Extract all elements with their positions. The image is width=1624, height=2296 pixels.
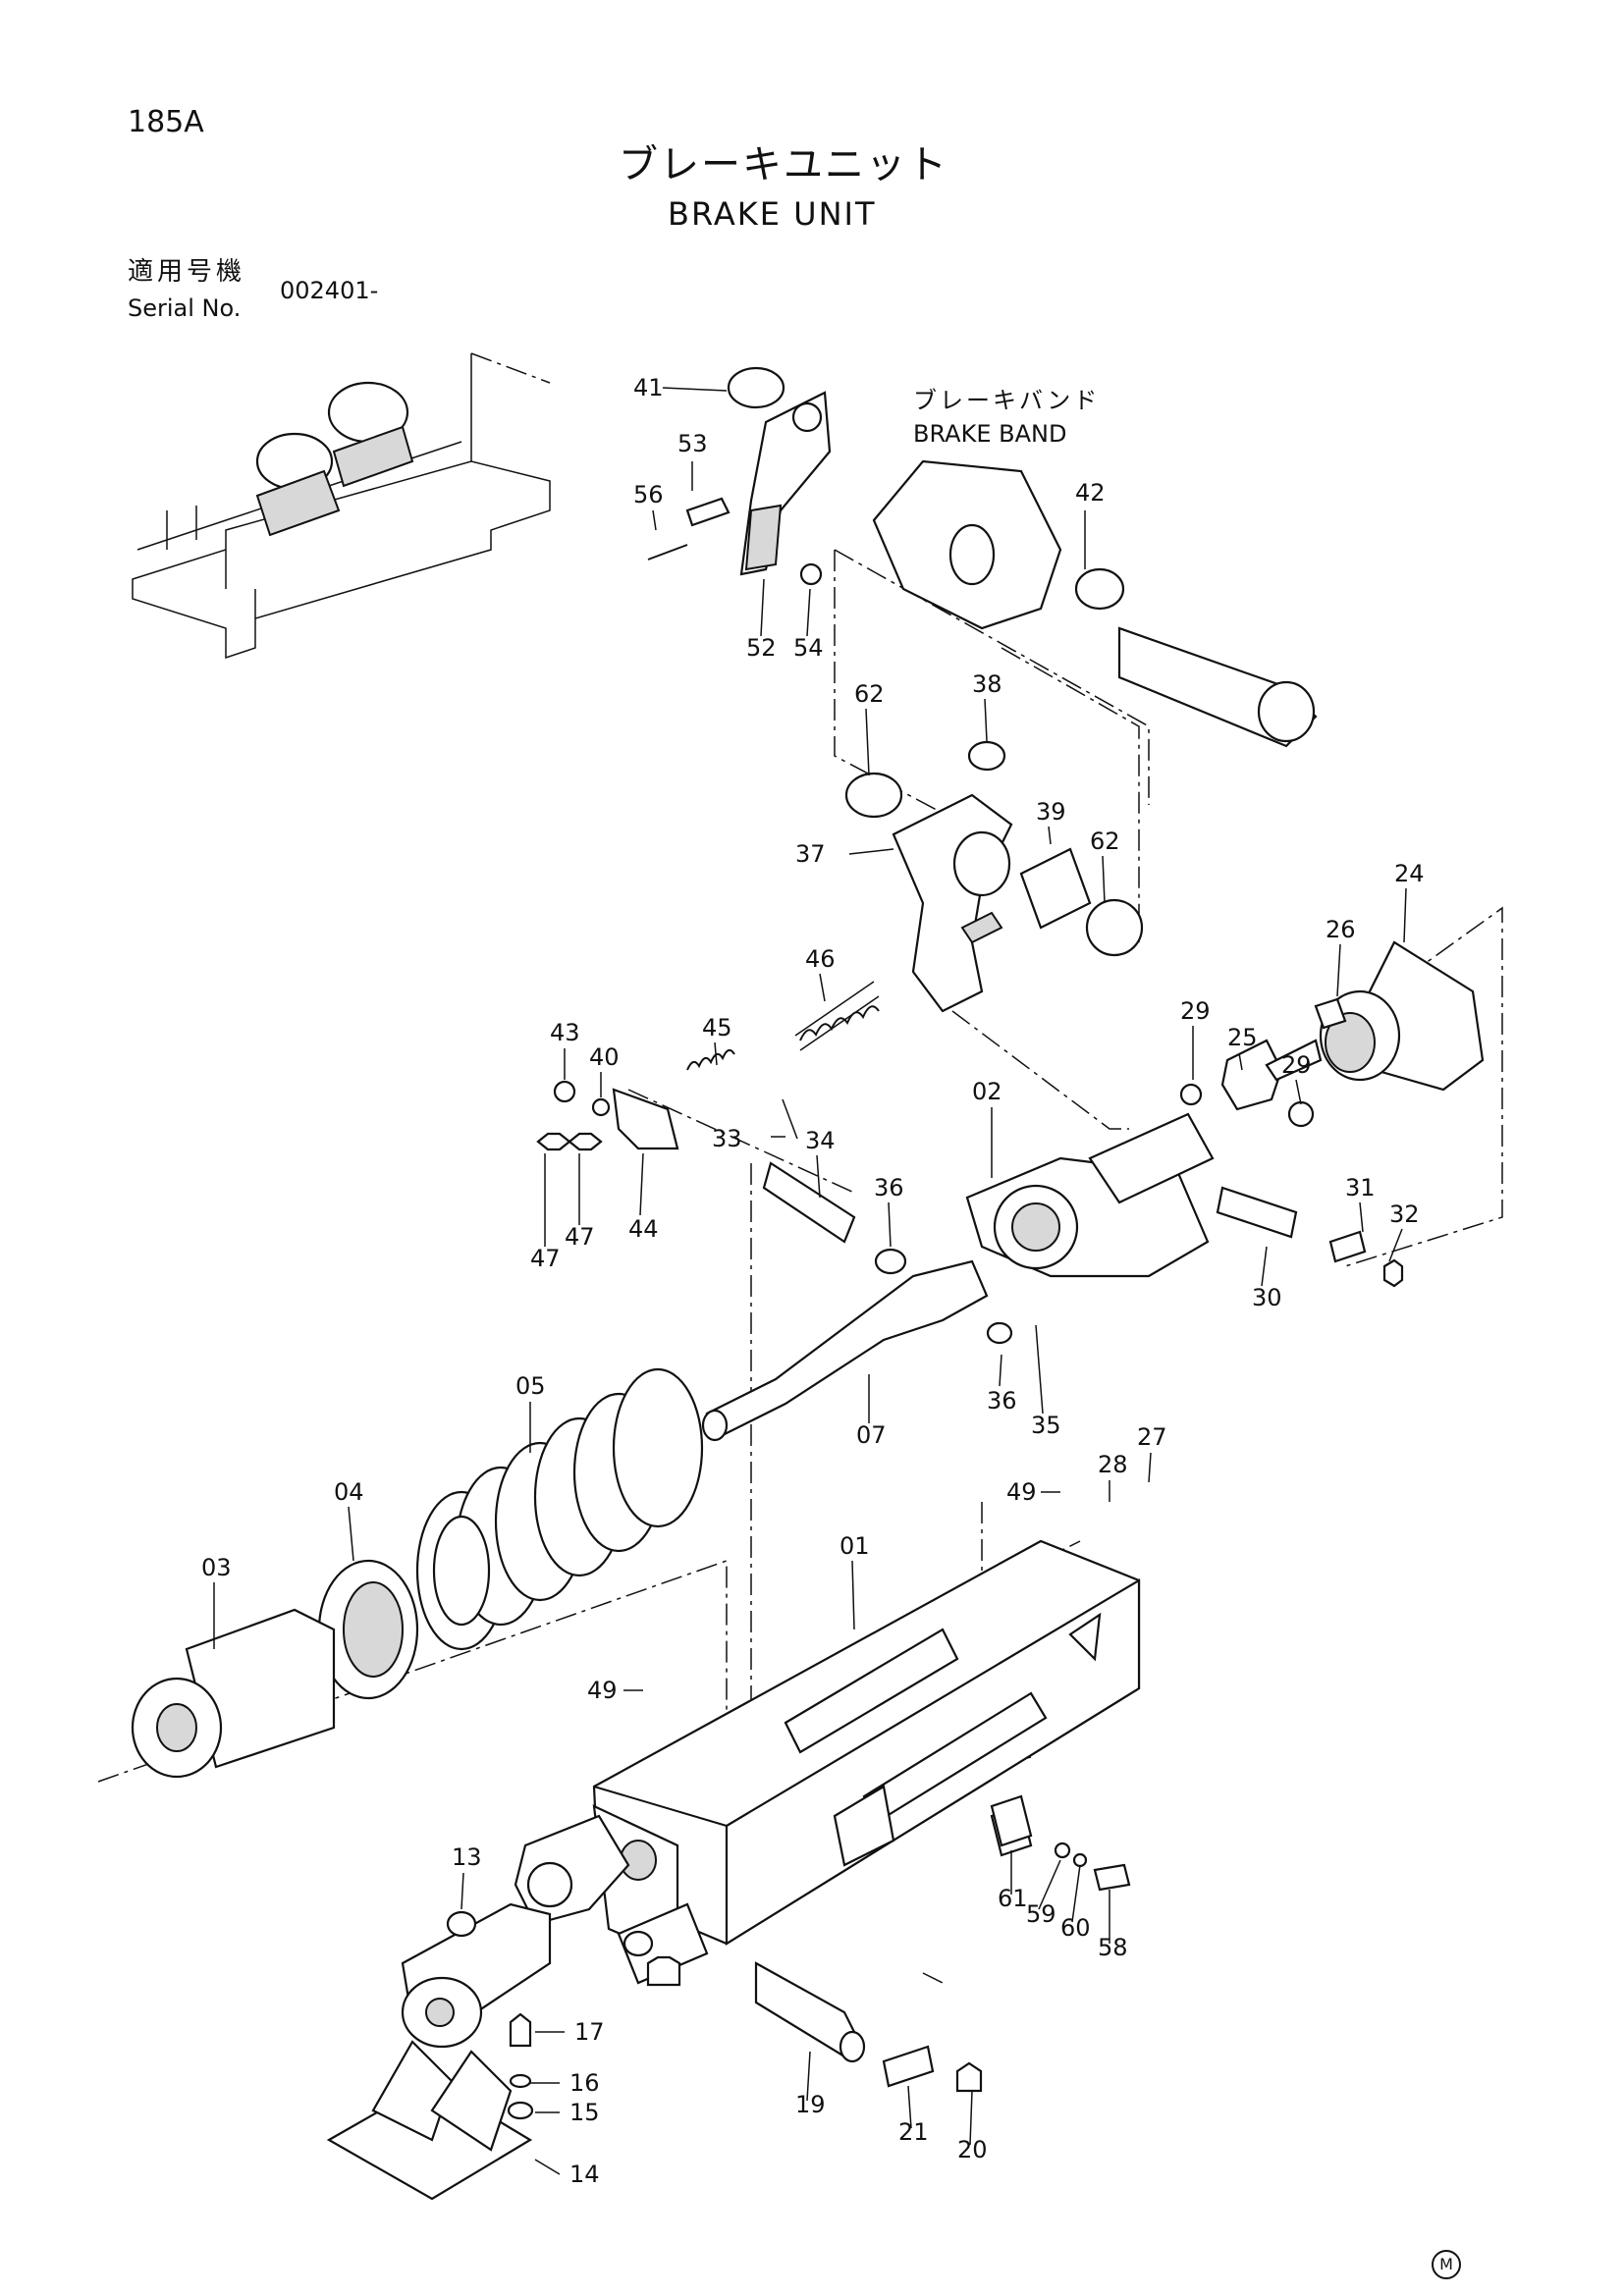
- callout-32: 32: [1389, 1201, 1420, 1228]
- callout-52: 52: [746, 634, 777, 662]
- brake-band-label-english: BRAKE BAND: [913, 420, 1067, 448]
- middle-lever-assembly: [844, 740, 1144, 1013]
- callout-60: 60: [1060, 1914, 1091, 1942]
- callout-39: 39: [1036, 798, 1066, 826]
- callout-43: 43: [550, 1019, 580, 1046]
- callout-13: 13: [452, 1843, 482, 1871]
- callout-14: 14: [569, 2161, 600, 2188]
- callout-45: 45: [702, 1014, 732, 1041]
- callout-01: 01: [839, 1532, 870, 1560]
- frame-01: [514, 1539, 1141, 1985]
- rod-and-spring-group: [131, 1259, 1013, 1779]
- callout-37: 37: [795, 840, 826, 868]
- title-japanese: ブレーキユニット: [619, 142, 948, 187]
- callout-49-lower: 49: [587, 1677, 618, 1704]
- callout-40: 40: [589, 1043, 620, 1071]
- callout-03: 03: [201, 1554, 232, 1581]
- machine-locator-inset: [132, 352, 551, 660]
- brake-band-label-japanese: ブレーキバンド: [913, 387, 1101, 414]
- serial-label-japanese: 適用号機: [128, 257, 246, 287]
- serial-number-value: 002401-: [280, 277, 379, 304]
- callout-62-lower: 62: [1090, 828, 1120, 855]
- serial-label-english: Serial No.: [128, 294, 242, 322]
- callout-47-right: 47: [565, 1223, 595, 1251]
- callout-46: 46: [805, 945, 836, 973]
- callout-16: 16: [569, 2069, 600, 2097]
- callout-54: 54: [793, 634, 824, 662]
- callout-61: 61: [998, 1885, 1028, 1912]
- callout-44: 44: [628, 1215, 659, 1243]
- callout-29-upper: 29: [1180, 997, 1211, 1025]
- bracket-02-group: [965, 1112, 1404, 1288]
- callout-36-lower: 36: [987, 1387, 1017, 1415]
- callout-07: 07: [856, 1421, 887, 1449]
- manufacturer-mark: M: [1432, 2250, 1461, 2279]
- page-number: 185A: [128, 105, 204, 139]
- callout-leaders: [213, 387, 1407, 2175]
- callout-20: 20: [957, 2136, 988, 2163]
- callout-53: 53: [677, 430, 708, 457]
- callout-56: 56: [633, 481, 664, 508]
- callout-42: 42: [1075, 479, 1106, 507]
- callout-25: 25: [1227, 1024, 1258, 1051]
- callout-36-upper: 36: [874, 1174, 904, 1201]
- callout-21: 21: [898, 2118, 929, 2146]
- title-english: BRAKE UNIT: [668, 195, 877, 233]
- callout-24: 24: [1394, 860, 1425, 887]
- callout-34: 34: [805, 1127, 836, 1154]
- spring-05-coils: [415, 1367, 704, 1651]
- lower-fitting-group: [326, 1794, 1131, 2201]
- callout-33: 33: [712, 1125, 742, 1152]
- callout-05: 05: [515, 1372, 546, 1400]
- callout-29-lower: 29: [1281, 1051, 1312, 1079]
- upper-lever-assembly: [647, 366, 1318, 748]
- cylinder-assembly: [1179, 940, 1485, 1128]
- callout-30: 30: [1252, 1284, 1282, 1311]
- callout-62-upper: 62: [854, 680, 885, 708]
- callout-49-upper: 49: [1006, 1478, 1037, 1506]
- callout-19: 19: [795, 2091, 826, 2118]
- callout-58: 58: [1098, 1934, 1128, 1961]
- callout-15: 15: [569, 2099, 600, 2126]
- callout-35: 35: [1031, 1412, 1061, 1439]
- spring-and-rod-group: [536, 981, 907, 1275]
- part-callouts: 41 53 56 52 54 42 62 38 37 39 62 24 26 4…: [201, 374, 1425, 2188]
- callout-28: 28: [1098, 1451, 1128, 1478]
- callout-17: 17: [574, 2018, 605, 2046]
- callout-02: 02: [972, 1078, 1002, 1105]
- callout-31: 31: [1345, 1174, 1376, 1201]
- callout-04: 04: [334, 1478, 364, 1506]
- callout-26: 26: [1326, 916, 1356, 943]
- callout-27: 27: [1137, 1423, 1167, 1451]
- callout-38: 38: [972, 670, 1002, 698]
- callout-41: 41: [633, 374, 664, 401]
- callout-47-left: 47: [530, 1245, 561, 1272]
